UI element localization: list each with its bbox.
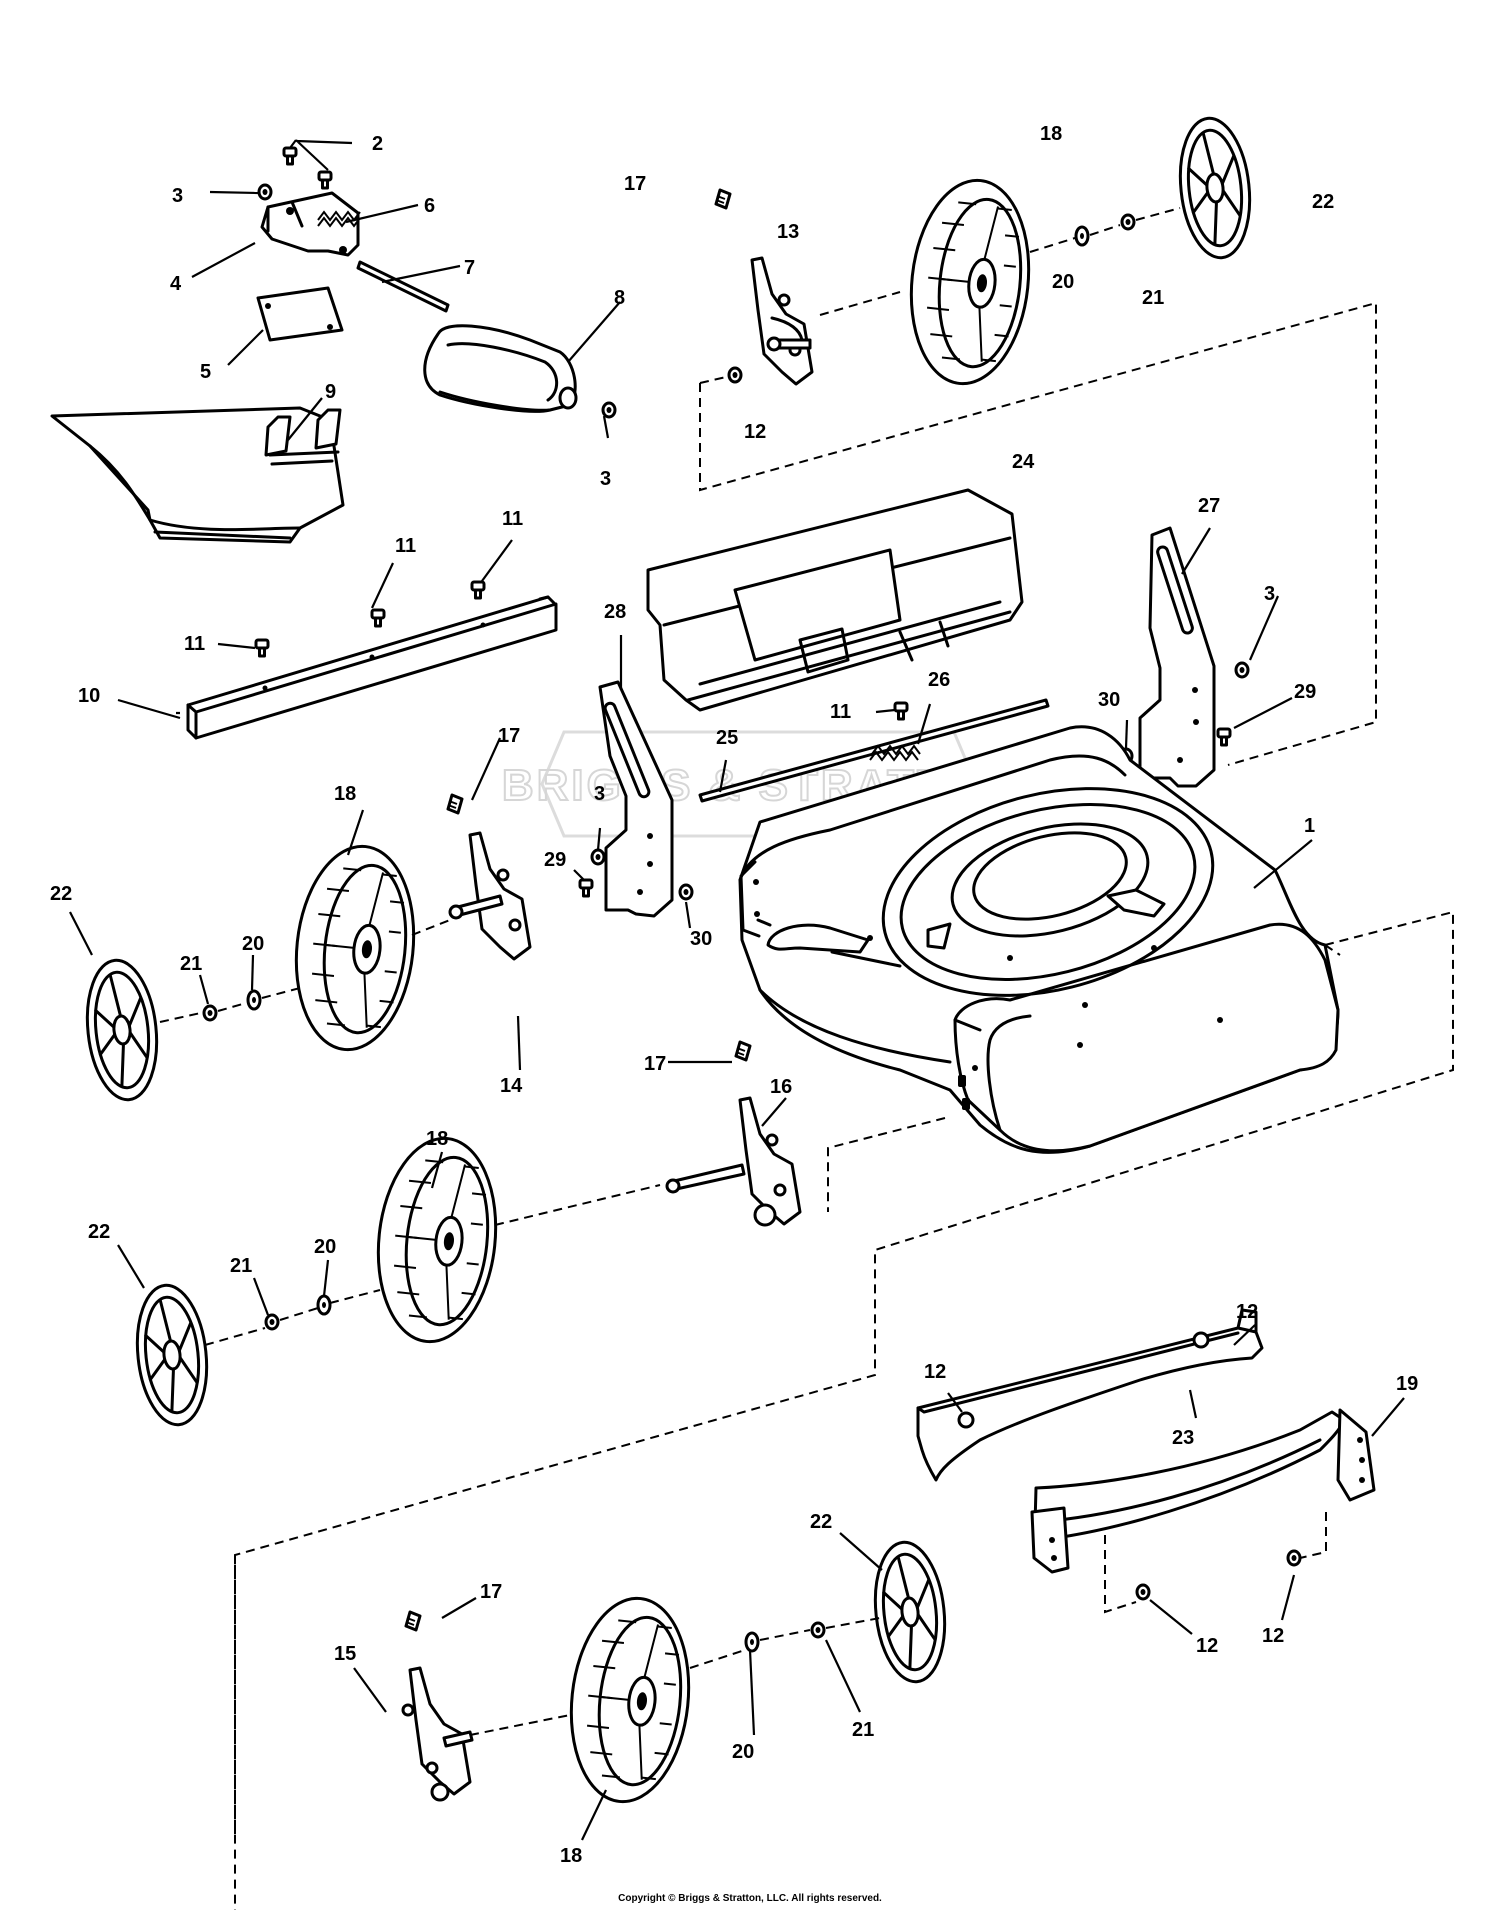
callout-17: 17 — [480, 1581, 502, 1603]
callout-2: 2 — [372, 133, 383, 155]
callout-21: 21 — [852, 1719, 874, 1741]
callout-16: 16 — [770, 1076, 792, 1098]
hinge-plate — [186, 595, 558, 740]
rear-flap-bracket — [1030, 1408, 1376, 1574]
callout-22: 22 — [50, 883, 72, 905]
callout-11: 11 — [830, 701, 851, 723]
callout-6: 6 — [424, 195, 435, 217]
left-handle-bracket — [598, 680, 674, 918]
callout-23: 23 — [1172, 1427, 1194, 1449]
height-adjuster-front-left — [448, 831, 532, 961]
callout-17: 17 — [624, 173, 646, 195]
callout-3: 3 — [600, 468, 611, 490]
callout-12: 12 — [924, 1361, 946, 1383]
rear-door-spring — [869, 744, 921, 762]
callout-labels: 2 3 6 4 7 5 8 9 3 11 11 11 10 17 13 12 1… — [50, 123, 1418, 1867]
torsion-spring — [317, 210, 361, 228]
callout-8: 8 — [614, 287, 625, 309]
callout-27: 27 — [1198, 495, 1220, 517]
callout-30: 30 — [1098, 689, 1120, 711]
callout-28: 28 — [604, 601, 626, 623]
callout-22: 22 — [88, 1221, 110, 1243]
callout-20: 20 — [242, 933, 264, 955]
callout-22: 22 — [810, 1511, 832, 1533]
callout-11: 11 — [184, 633, 205, 655]
callout-20: 20 — [314, 1236, 336, 1258]
callout-29: 29 — [544, 849, 566, 871]
callout-12: 12 — [1262, 1625, 1284, 1647]
callout-3: 3 — [172, 185, 183, 207]
callout-21: 21 — [180, 953, 202, 975]
callout-18: 18 — [334, 783, 356, 805]
callout-19: 19 — [1396, 1373, 1418, 1395]
right-handle-bracket — [1138, 526, 1216, 788]
height-adjuster-rear-right — [401, 1666, 474, 1802]
callout-4: 4 — [170, 273, 182, 295]
height-adjuster-front-right — [750, 256, 814, 386]
callout-12: 12 — [744, 421, 766, 443]
mower-deck — [738, 725, 1340, 1154]
callout-21: 21 — [1142, 287, 1164, 309]
hinge-pad — [256, 286, 344, 342]
leader-lines — [69, 139, 1405, 1841]
height-adjuster-rear-left — [665, 1096, 802, 1227]
callout-18: 18 — [426, 1128, 448, 1150]
callout-14: 14 — [500, 1075, 523, 1097]
hinge-rod — [356, 260, 450, 313]
callout-11: 11 — [395, 535, 416, 557]
callout-20: 20 — [1052, 271, 1074, 293]
rear-grass-chute — [50, 406, 345, 544]
callout-12: 12 — [1236, 1301, 1258, 1323]
callout-17: 17 — [644, 1053, 666, 1075]
callout-15: 15 — [334, 1643, 356, 1665]
callout-12: 12 — [1196, 1635, 1218, 1657]
dashed-group-outlines — [234, 301, 1454, 1910]
chute-hinge-clip — [264, 408, 342, 466]
callout-13: 13 — [777, 221, 799, 243]
callout-10: 10 — [78, 685, 100, 707]
callout-22: 22 — [1312, 191, 1334, 213]
hinge-bracket — [260, 191, 360, 257]
callout-21: 21 — [230, 1255, 252, 1277]
callout-25: 25 — [716, 727, 738, 749]
callout-29: 29 — [1294, 681, 1316, 703]
callout-30: 30 — [690, 928, 712, 950]
callout-7: 7 — [464, 257, 475, 279]
rear-door-cover — [646, 488, 1024, 712]
callout-11: 11 — [502, 508, 523, 530]
callout-17: 17 — [498, 725, 520, 747]
callout-18: 18 — [560, 1845, 582, 1867]
callout-9: 9 — [325, 381, 336, 403]
copyright-notice: Copyright © Briggs & Stratton, LLC. All … — [618, 1893, 882, 1904]
callout-26: 26 — [928, 669, 950, 691]
rear-skirt — [916, 1308, 1264, 1482]
callout-5: 5 — [200, 361, 211, 383]
callout-3: 3 — [594, 783, 605, 805]
callout-24: 24 — [1012, 451, 1035, 473]
callout-3: 3 — [1264, 583, 1275, 605]
callout-20: 20 — [732, 1741, 754, 1763]
callout-18: 18 — [1040, 123, 1062, 145]
callout-1: 1 — [1304, 815, 1315, 837]
discharge-deflector — [423, 324, 578, 413]
